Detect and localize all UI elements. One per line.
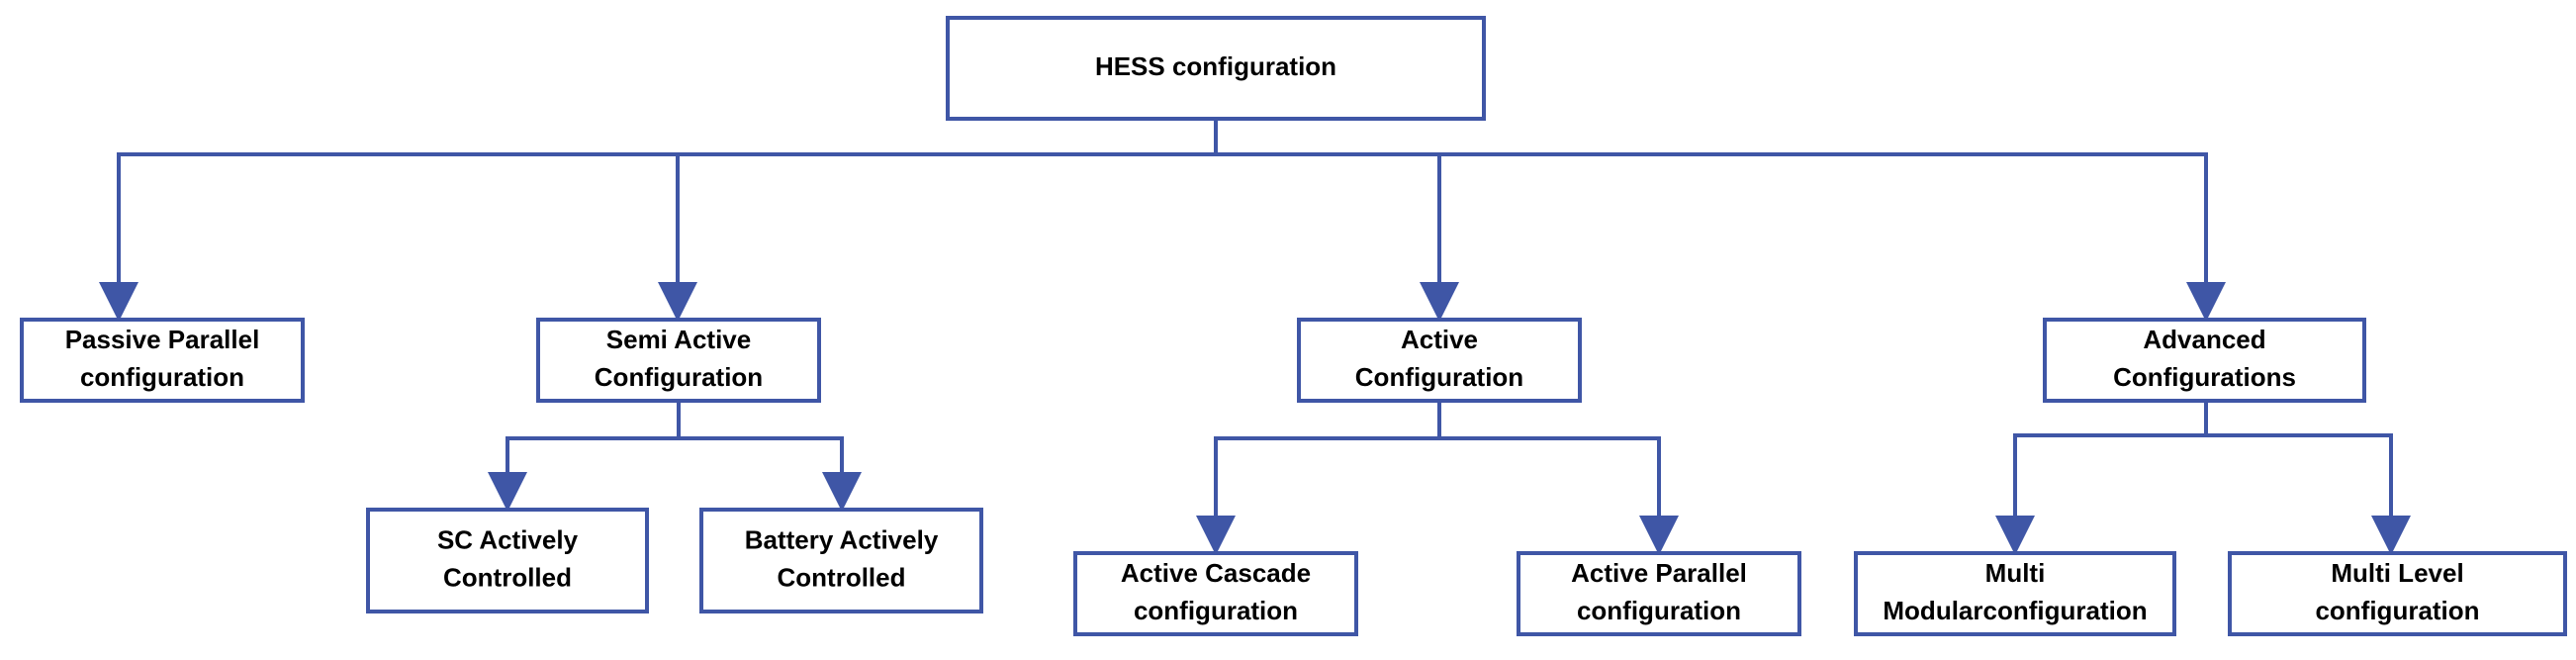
semi-active-box — [536, 318, 821, 403]
sc-actively-label-line: Controlled — [443, 562, 572, 592]
active-cascade-label-line: configuration — [1134, 596, 1298, 625]
passive-parallel-node: Passive Parallel configuration — [20, 318, 305, 403]
semi-active-label-line: Configuration — [595, 362, 763, 392]
active-parallel-label-line: Active Parallel — [1571, 558, 1747, 588]
sc-actively-label-line: SC Actively — [437, 524, 579, 554]
active-box — [1297, 318, 1582, 403]
passive-parallel-box — [20, 318, 305, 403]
multi-level-box — [2228, 551, 2567, 636]
sc-actively-box — [366, 508, 649, 613]
root-node: HESS configuration — [946, 16, 1486, 121]
multi-level-label-line: Multi Level — [2331, 558, 2463, 588]
root-box — [946, 16, 1486, 121]
active-parallel-node: Active Parallel configuration — [1517, 551, 1801, 636]
advanced-label-line: Configurations — [2113, 362, 2296, 392]
battery-actively-label-line: Controlled — [778, 562, 906, 592]
active-parallel-box — [1517, 551, 1801, 636]
battery-actively-label-line: Battery Actively — [745, 524, 939, 554]
active-parallel-label: Active Parallel configuration — [1571, 558, 1747, 625]
connector-layer — [99, 119, 2411, 555]
semi-active-label-line: Semi Active — [606, 325, 751, 354]
multi-modular-label-line: Modularconfiguration — [1883, 596, 2147, 625]
active-cascade-label-line: Active Cascade — [1121, 558, 1311, 588]
multi-level-label-line: configuration — [2315, 596, 2479, 625]
active-cascade-box — [1073, 551, 1358, 636]
battery-actively-box — [699, 508, 983, 613]
active-cascade-label: Active Cascade configuration — [1121, 558, 1311, 625]
root-label: HESS configuration — [1095, 51, 1336, 81]
advanced-label-line: Advanced — [2143, 325, 2265, 354]
multi-modular-label-line: Multi — [1985, 558, 2046, 588]
passive-parallel-label: Passive Parallel configuration — [65, 325, 260, 392]
passive-parallel-label-line: Passive Parallel — [65, 325, 260, 354]
active-parallel-label-line: configuration — [1577, 596, 1741, 625]
active-cascade-node: Active Cascade configuration — [1073, 551, 1358, 636]
active-label-line: Configuration — [1355, 362, 1523, 392]
multi-level-label: Multi Level configuration — [2315, 558, 2479, 625]
multi-modular-box — [1854, 551, 2176, 636]
active-label-line: Active — [1401, 325, 1478, 354]
multi-level-node: Multi Level configuration — [2228, 551, 2567, 636]
passive-parallel-label-line: configuration — [80, 362, 244, 392]
root-label-line: HESS configuration — [1095, 51, 1336, 81]
advanced-box — [2043, 318, 2366, 403]
